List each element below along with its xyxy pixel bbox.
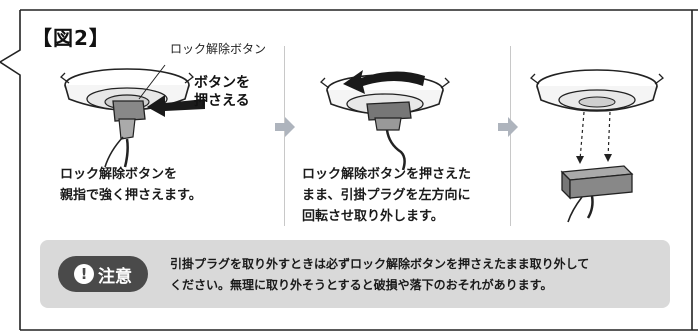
step3-illustration	[530, 69, 664, 223]
step1-illustration	[60, 64, 205, 168]
figure-title: 【図2】	[32, 26, 110, 50]
lock-release-button-label: ロック解除ボタン	[170, 42, 267, 56]
step-divider	[284, 46, 285, 226]
caution-badge: ! 注意	[58, 256, 148, 292]
caution-notice: ! 注意 引掛プラグを取り外すときは必ずロック解除ボタンを押さえたまま取り外して…	[40, 240, 670, 308]
step1-caption: ロック解除ボタンを 親指で強く押さえます。	[60, 167, 202, 203]
warning-icon: !	[74, 264, 94, 284]
right-arrow-icon	[498, 117, 518, 137]
press-button-callout: ボタンを 押さえる	[194, 75, 250, 109]
press-arrow-icon	[147, 95, 205, 117]
caution-label: 注意	[98, 266, 132, 287]
rotate-arrow-icon	[343, 70, 425, 94]
right-arrow-icon	[275, 117, 295, 137]
step2-illustration	[320, 70, 450, 170]
step-divider	[510, 46, 511, 226]
caution-text: 引掛プラグを取り外すときは必ずロック解除ボタンを押さえたまま取り外して ください…	[170, 257, 590, 292]
step2-caption: ロック解除ボタンを押さえた まま、引掛プラグを左方向に 回転させ取り外します。	[302, 167, 472, 224]
